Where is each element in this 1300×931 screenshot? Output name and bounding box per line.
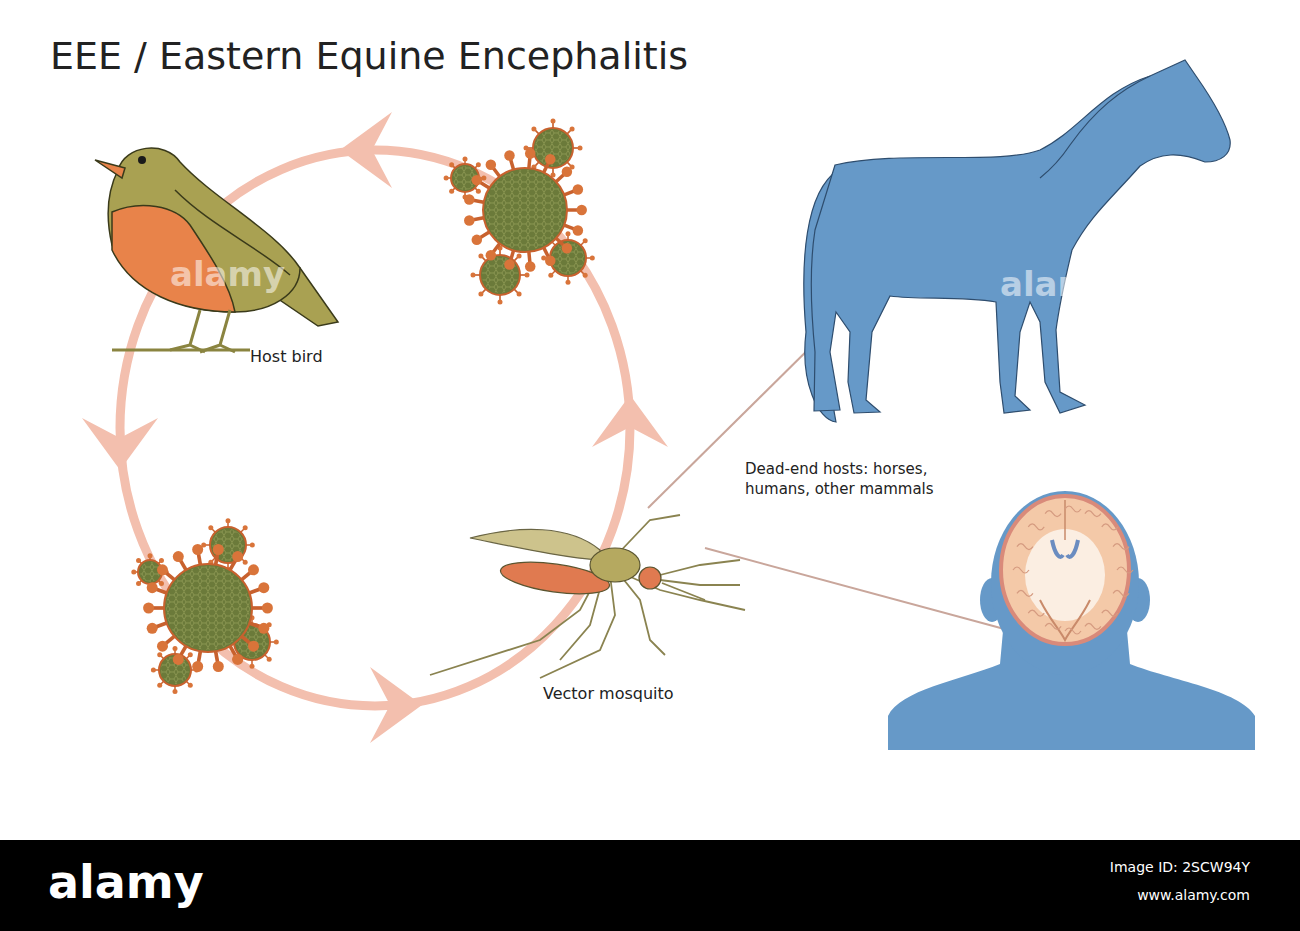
host-bird — [95, 148, 338, 352]
human-head — [888, 491, 1255, 750]
horse-silhouette — [804, 60, 1230, 422]
logo: alamy — [48, 853, 204, 913]
footer-band — [0, 840, 1300, 931]
image-id: Image ID: 2SCW94Y — [1110, 858, 1250, 876]
brain-section — [1001, 496, 1133, 644]
site-url: www.alamy.com — [1137, 886, 1250, 904]
note-text: Dead-end hosts: horses, humans, other ma… — [745, 460, 995, 499]
vector-mosquito — [430, 515, 745, 678]
part-label: Vector mosquito — [543, 684, 674, 705]
cycle-arrowheads — [82, 112, 668, 743]
watermark: alamy — [170, 252, 285, 296]
part-label: Host bird — [250, 347, 323, 368]
watermark: alamy — [1000, 262, 1115, 306]
virus-cluster — [131, 518, 278, 694]
diagram-title: EEE / Eastern Equine Encephalitis — [50, 34, 688, 78]
virus-cluster — [444, 119, 595, 305]
